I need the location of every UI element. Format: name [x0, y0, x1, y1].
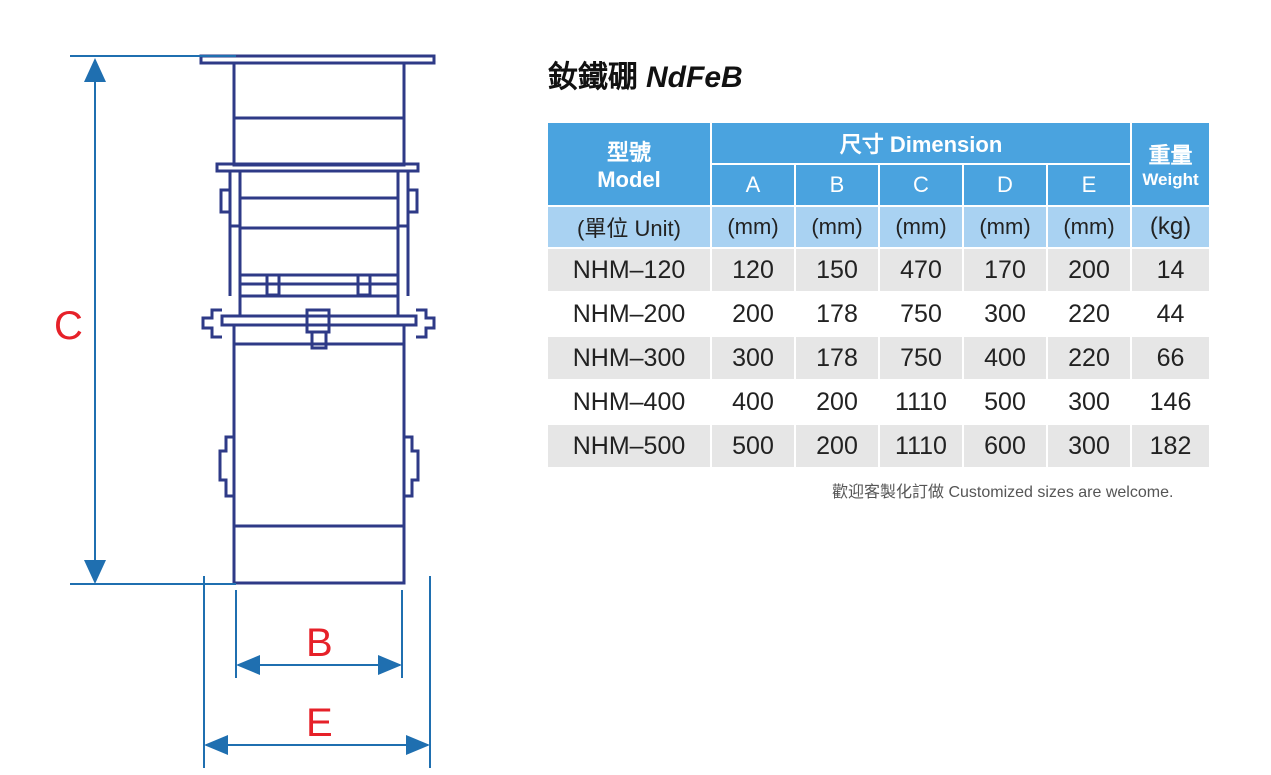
- table-cell: 66: [1130, 335, 1211, 381]
- table-cell: 146: [1130, 379, 1211, 425]
- table-cell: 200: [794, 379, 880, 425]
- table-cell: 750: [878, 335, 964, 381]
- table-cell: 400: [962, 335, 1048, 381]
- arrow-down-icon: [84, 560, 106, 584]
- magnet-outline: [199, 54, 436, 585]
- table-cell: 220: [1046, 335, 1132, 381]
- weight-header-en: Weight: [1142, 170, 1199, 189]
- unit-cell: (kg): [1130, 205, 1211, 249]
- table-cell: 1110: [878, 423, 964, 469]
- table-cell: 750: [878, 291, 964, 337]
- table-cell: NHM–200: [546, 291, 712, 337]
- table-cell: 178: [794, 335, 880, 381]
- unit-cell: (mm): [794, 205, 880, 249]
- table-cell: 44: [1130, 291, 1211, 337]
- table-row: NHM–500 500 200 1110 600 300 182: [546, 423, 1211, 469]
- model-header-cn: 型號: [606, 140, 651, 165]
- table-row: NHM–200 200 178 750 300 220 44: [546, 291, 1211, 337]
- arrow-right-icon: [406, 735, 430, 755]
- unit-cell: (單位 Unit): [546, 205, 712, 249]
- table-cell: 178: [794, 291, 880, 337]
- arrow-left-icon: [236, 655, 260, 675]
- table-cell: NHM–500: [546, 423, 712, 469]
- table-cell: 14: [1130, 247, 1211, 293]
- table-cell: 300: [1046, 379, 1132, 425]
- column-header-e: E: [1046, 163, 1132, 207]
- arrow-left-icon: [204, 735, 228, 755]
- table-cell: 300: [962, 291, 1048, 337]
- dimension-lines: [70, 55, 431, 768]
- arrow-up-icon: [84, 58, 106, 82]
- unit-row: (單位 Unit) (mm) (mm) (mm) (mm) (mm) (kg): [546, 205, 1211, 249]
- title-chinese: 釹鐵硼: [548, 60, 638, 95]
- table-cell: 470: [878, 247, 964, 293]
- table-cell: 1110: [878, 379, 964, 425]
- column-header-c: C: [878, 163, 964, 207]
- unit-cell: (mm): [962, 205, 1048, 249]
- custom-size-note: 歡迎客製化訂做 Customized sizes are welcome.: [832, 484, 1174, 501]
- dimension-header: 尺寸 Dimension: [710, 121, 1132, 165]
- magnet-technical-drawing: [70, 54, 436, 768]
- table-cell: 182: [1130, 423, 1211, 469]
- dimension-label-e: E: [306, 701, 333, 745]
- table-cell: 200: [710, 291, 796, 337]
- table-cell: 170: [962, 247, 1048, 293]
- table-cell: 150: [794, 247, 880, 293]
- title-english: NdFeB: [646, 61, 743, 94]
- table-cell: 500: [710, 423, 796, 469]
- table-cell: NHM–400: [546, 379, 712, 425]
- unit-cell: (mm): [710, 205, 796, 249]
- table-cell: 120: [710, 247, 796, 293]
- table-cell: 220: [1046, 291, 1132, 337]
- column-header-d: D: [962, 163, 1048, 207]
- column-header-b: B: [794, 163, 880, 207]
- table-cell: 200: [1046, 247, 1132, 293]
- table-cell: 600: [962, 423, 1048, 469]
- unit-cell: (mm): [878, 205, 964, 249]
- model-header-en: Model: [597, 167, 661, 192]
- table-cell: NHM–300: [546, 335, 712, 381]
- arrow-right-icon: [378, 655, 402, 675]
- table-row: NHM–400 400 200 1110 500 300 146: [546, 379, 1211, 425]
- table-cell: 500: [962, 379, 1048, 425]
- dimension-arrows: [84, 58, 430, 755]
- header-row-columns: A B C D E: [547, 163, 1210, 207]
- table-cell: 300: [710, 335, 796, 381]
- column-header-a: A: [710, 163, 796, 207]
- table-row: NHM–300 300 178 750 400 220 66: [546, 335, 1211, 381]
- header-row-top: 型號 Model 尺寸 Dimension 重量 Weight: [546, 121, 1211, 207]
- table-cell: 200: [794, 423, 880, 469]
- model-header: 型號 Model: [546, 121, 712, 207]
- weight-header-cn: 重量: [1148, 143, 1193, 168]
- spec-table: 型號 Model 尺寸 Dimension 重量 Weight A B C D …: [546, 121, 1211, 469]
- weight-header: 重量 Weight: [1130, 121, 1211, 207]
- unit-cell: (mm): [1046, 205, 1132, 249]
- dimension-label-b: B: [306, 621, 333, 665]
- dimension-label-c: C: [54, 304, 83, 348]
- table-row: NHM–120 120 150 470 170 200 14: [546, 247, 1211, 293]
- table-cell: NHM–120: [546, 247, 712, 293]
- table-cell: 400: [710, 379, 796, 425]
- table-cell: 300: [1046, 423, 1132, 469]
